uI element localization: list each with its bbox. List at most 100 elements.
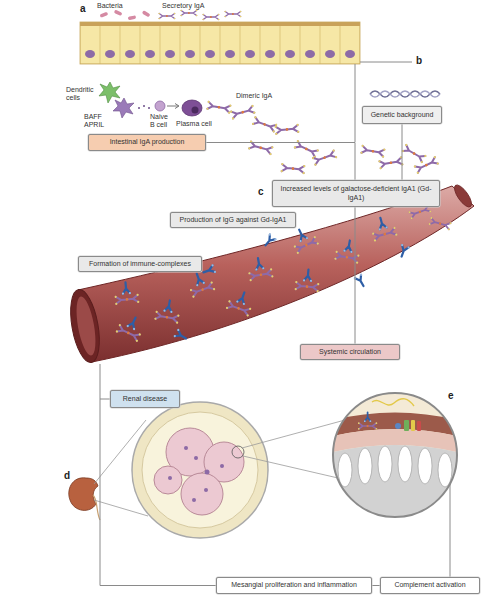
box-text: Production of IgG against Gd-IgA1: [179, 216, 286, 224]
process-box: Complement activation: [380, 577, 480, 594]
capillary-wall: [333, 393, 457, 517]
naive-b-cell: [155, 101, 165, 111]
process-box: Genetic background: [362, 106, 442, 124]
leader-line: [360, 62, 412, 63]
connector-line: [100, 399, 216, 586]
complement-protein: [404, 420, 409, 431]
secretory-iga: [224, 11, 241, 17]
immune-complex: [246, 256, 274, 281]
capillary-lumen: [333, 393, 457, 517]
connector-line: [355, 207, 356, 344]
panel-letter: e: [448, 390, 454, 401]
cell-nucleus: [220, 464, 224, 468]
intestinal-epithelium: [80, 22, 360, 64]
connector-line: [402, 124, 403, 180]
immune-complex: [113, 281, 139, 305]
secretory-iga: [180, 10, 197, 16]
cell-nucleus: [192, 498, 196, 502]
filament: [372, 399, 414, 406]
kidney: [69, 478, 98, 511]
panel-letter: a: [80, 3, 86, 14]
igg-antibody: [262, 233, 277, 248]
podocyte-foot: [398, 446, 412, 482]
bacterium: [114, 9, 123, 16]
process-box: Formation of immune-complexes: [78, 256, 202, 272]
differentiation-arrow: [167, 104, 179, 109]
box-text: Intestinal IgA production: [110, 138, 185, 146]
connector-line: [372, 585, 380, 586]
illustration-label: Dendritic cells: [66, 86, 100, 101]
immune-complex: [185, 269, 215, 298]
dimeric-iga: [230, 105, 256, 120]
illustration-label: Dimeric IgA: [236, 92, 272, 100]
igg-antibody: [353, 273, 367, 288]
blood-vessel: [78, 186, 474, 362]
illustration-label: APRIL: [84, 121, 104, 129]
complement-protein: [417, 421, 421, 431]
process-box: Production of IgG against Gd-IgA1: [170, 212, 296, 228]
box-text: Formation of immune-complexes: [89, 260, 191, 268]
immune-complex: [369, 215, 398, 242]
cell-nucleus: [204, 488, 208, 492]
glomerulus-view: [132, 402, 268, 538]
box-text: Renal disease: [123, 395, 167, 403]
panel-letter: b: [416, 55, 422, 66]
podocyte-foot: [358, 448, 372, 484]
immune-complex: [295, 269, 321, 293]
dimeric-iga: [275, 124, 300, 135]
immune-complex: [288, 225, 319, 255]
process-box: Intestinal IgA production: [88, 134, 206, 151]
igg-antibody: [397, 244, 410, 259]
ureter: [93, 495, 100, 520]
igg-antibody: [173, 328, 188, 342]
illustration-label: Naive B cell: [150, 113, 174, 128]
leader-line: [100, 364, 101, 399]
panel-letter: c: [258, 186, 264, 197]
dimeric-iga: [312, 149, 338, 166]
vessel-lumen: [73, 295, 99, 357]
bowman-capsule: [142, 412, 258, 528]
bacterium: [100, 12, 109, 18]
igg-antibody: [202, 264, 217, 277]
box-text: Systemic circulation: [319, 348, 381, 356]
illustration-label: Plasma cell: [176, 120, 212, 128]
zoom-line: [242, 420, 345, 478]
process-box: Increased levels of galactose-deficient …: [272, 180, 440, 207]
secretory-iga: [202, 14, 219, 20]
immune-complex: [334, 238, 362, 263]
dimeric-iga: [360, 145, 385, 158]
urinary-space: [333, 445, 457, 517]
immune-complex: [115, 312, 146, 342]
process-box: Mesangial proliferation and inflammation: [216, 577, 372, 594]
illustration-label: Bacteria: [97, 2, 123, 10]
box-text: Increased levels of galactose-deficient …: [276, 185, 436, 201]
box-text: Genetic background: [371, 111, 434, 119]
bacterium: [128, 15, 136, 20]
cell-nucleus: [168, 476, 172, 480]
leader-line: [355, 64, 356, 142]
vessel-end: [451, 182, 474, 209]
dimeric-iga: [252, 116, 278, 133]
cell-nucleus: [184, 446, 188, 450]
podocyte-foot: [418, 448, 432, 484]
connector-line: [206, 143, 355, 181]
process-box: Systemic circulation: [300, 344, 400, 360]
illustration-label: BAFF: [84, 113, 102, 121]
dendritic-cell: [99, 82, 120, 103]
deposited-complex: [358, 412, 377, 429]
cell-nucleus: [194, 456, 198, 460]
illustration-label: Secretory IgA: [162, 2, 204, 10]
dimeric-iga: [206, 101, 231, 114]
zoom-circle: [333, 393, 457, 517]
bacterium: [142, 10, 151, 17]
dimeric-iga: [378, 156, 403, 169]
podocyte-foot: [378, 446, 392, 482]
complement-protein: [395, 423, 401, 429]
vessel-opening: [66, 287, 104, 364]
process-box: Renal disease: [110, 390, 180, 408]
panel-letter: d: [64, 470, 70, 481]
immune-complex: [154, 298, 182, 323]
dna-helix: [370, 91, 440, 97]
capillary-loop: [181, 473, 223, 515]
